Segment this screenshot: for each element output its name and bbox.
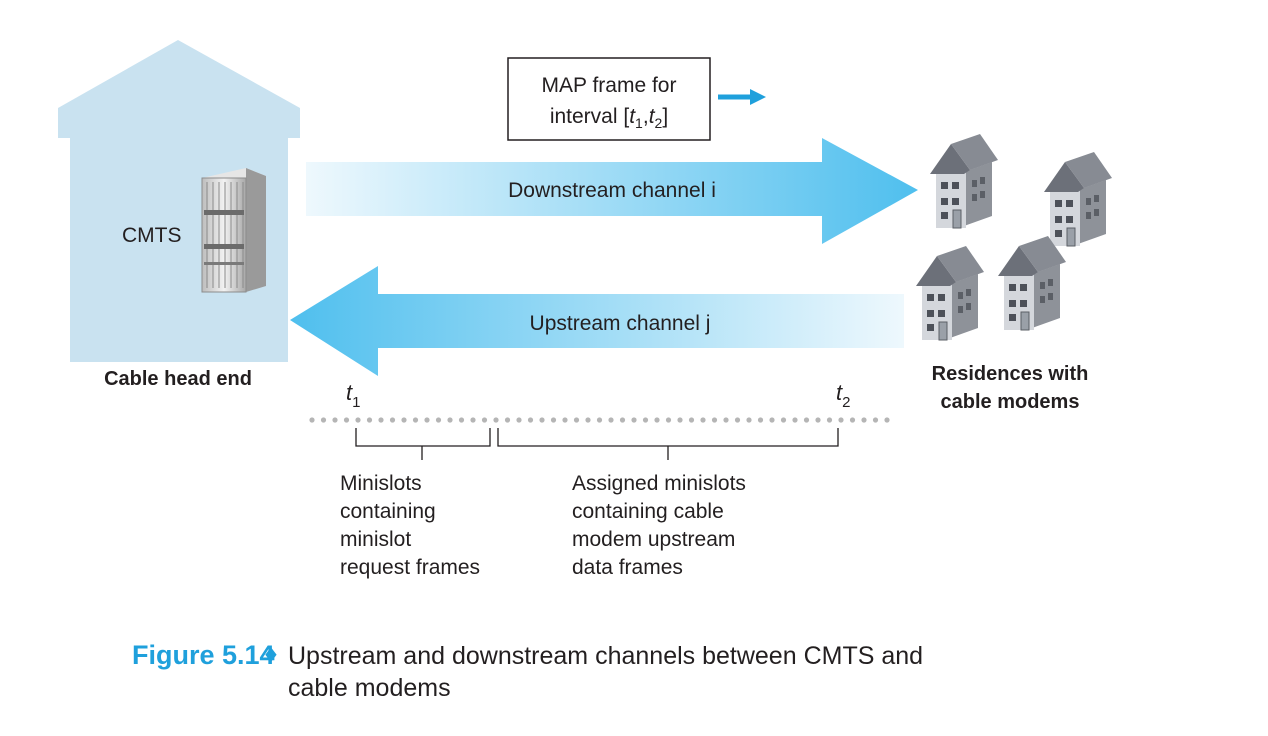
minislot-dot	[654, 417, 660, 423]
minislot-dot	[792, 417, 798, 423]
request-minislots-line3: minislot	[340, 528, 411, 551]
t1-label: t1	[346, 380, 360, 411]
minislot-dot	[677, 417, 683, 423]
minislot-dot	[861, 417, 867, 423]
request-minislots-line4: request frames	[340, 556, 480, 579]
minislot-dot	[803, 417, 810, 423]
minislot-dot	[435, 417, 442, 423]
request-minislots-line1: Minislots	[340, 472, 422, 495]
minislot-dot	[504, 417, 511, 423]
minislot-dot	[596, 417, 603, 423]
minislot-dot	[539, 417, 545, 423]
downstream-channel-label: Downstream channel i	[508, 179, 716, 202]
minislot-dot	[631, 417, 637, 423]
minislot-dot	[757, 417, 764, 423]
minislot-dot	[355, 417, 361, 423]
minislot-dot	[389, 417, 396, 423]
minislot-dot	[527, 417, 534, 423]
minislot-dot	[378, 417, 384, 423]
figure-caption-line1: Upstream and downstream channels between…	[288, 642, 923, 670]
minislot-dot	[516, 417, 522, 423]
upstream-channel-label: Upstream channel j	[530, 312, 711, 335]
head-end-caption: Cable head end	[104, 368, 252, 390]
assigned-minislots-line2: containing cable	[572, 500, 724, 523]
minislot-dot	[309, 417, 315, 423]
house-icon	[915, 245, 985, 341]
figure-caption-diamond-icon: ♦	[262, 643, 280, 667]
figure-caption-label: Figure 5.14	[132, 640, 275, 670]
assigned-minislots-brace	[497, 428, 839, 460]
request-minislots-line2: containing	[340, 500, 436, 523]
minislot-dot	[642, 417, 649, 423]
minislot-dot	[723, 417, 729, 423]
map-frame-pointer-arrow	[718, 89, 766, 105]
minislot-dot	[481, 417, 488, 423]
minislot-dot	[424, 417, 430, 423]
assigned-minislots-line1: Assigned minislots	[572, 472, 746, 495]
minislot-dot	[470, 417, 476, 423]
map-frame-line1: MAP frame for	[542, 74, 677, 97]
minislot-dotted-line	[309, 417, 890, 423]
minislot-dot	[700, 417, 706, 423]
minislot-dot	[815, 417, 821, 423]
request-minislots-brace	[355, 428, 491, 460]
minislot-dot	[447, 417, 453, 423]
minislot-dot	[688, 417, 695, 423]
minislot-dot	[608, 417, 614, 423]
residences-caption-line1: Residences with	[932, 363, 1089, 385]
minislot-dot	[849, 417, 856, 423]
minislot-dot	[458, 417, 465, 423]
minislot-dot	[746, 417, 752, 423]
residences-caption-line2: cable modems	[941, 391, 1080, 413]
house-icon	[1043, 151, 1113, 247]
assigned-minislots-line3: modem upstream	[572, 528, 735, 551]
minislot-dot	[573, 417, 580, 423]
assigned-minislots-line4: data frames	[572, 556, 683, 579]
house-icon	[997, 235, 1067, 331]
minislot-dot	[493, 417, 499, 423]
minislot-dot	[412, 417, 419, 423]
upstream-channel-arrow	[290, 266, 904, 376]
minislot-dot	[884, 417, 890, 423]
minislot-dot	[769, 417, 775, 423]
minislot-dot	[665, 417, 672, 423]
minislot-dot	[711, 417, 718, 423]
map-frame-box	[507, 57, 711, 141]
minislot-dot	[872, 417, 879, 423]
map-frame-line2: interval [t1,t2]	[550, 105, 668, 131]
minislot-dot	[619, 417, 626, 423]
minislot-dot	[585, 417, 591, 423]
minislot-dot	[366, 417, 373, 423]
minislot-dot	[332, 417, 338, 423]
t2-label: t2	[836, 380, 850, 411]
minislot-dot	[343, 417, 350, 423]
minislot-dot	[320, 417, 327, 423]
downstream-channel-arrow	[306, 138, 918, 244]
minislot-dot	[734, 417, 741, 423]
minislot-dot	[562, 417, 568, 423]
cmts-label: CMTS	[122, 224, 182, 247]
minislot-dot	[826, 417, 833, 423]
house-icon	[929, 133, 999, 229]
cmts-server-icon	[201, 168, 266, 293]
minislot-dot	[550, 417, 557, 423]
minislot-dot	[780, 417, 787, 423]
minislot-dot	[838, 417, 844, 423]
figure-caption-line2: cable modems	[288, 674, 451, 702]
minislot-dot	[401, 417, 407, 423]
